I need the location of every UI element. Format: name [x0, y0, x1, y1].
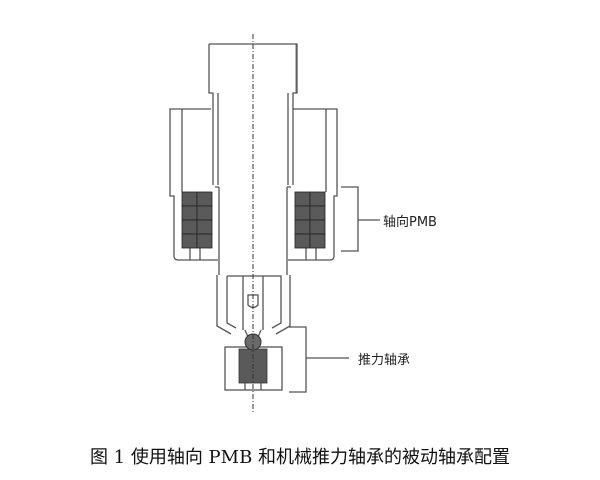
- left-housing: [169, 108, 218, 261]
- shaft-tube: [208, 43, 298, 185]
- magnet-stack-right: [294, 191, 326, 249]
- magnet-stack-left: [181, 191, 213, 249]
- pmb-bracket: [341, 186, 380, 252]
- thrust-bracket: [289, 326, 349, 393]
- figure-caption: 图 1 使用轴向 PMB 和机械推力轴承的被动轴承配置: [89, 447, 511, 468]
- thrust-bearing-label: 推力轴承: [358, 353, 411, 368]
- right-housing: [288, 108, 338, 261]
- bearing-cup: [216, 275, 291, 335]
- axial-pmb-label: 轴向PMB: [383, 215, 437, 230]
